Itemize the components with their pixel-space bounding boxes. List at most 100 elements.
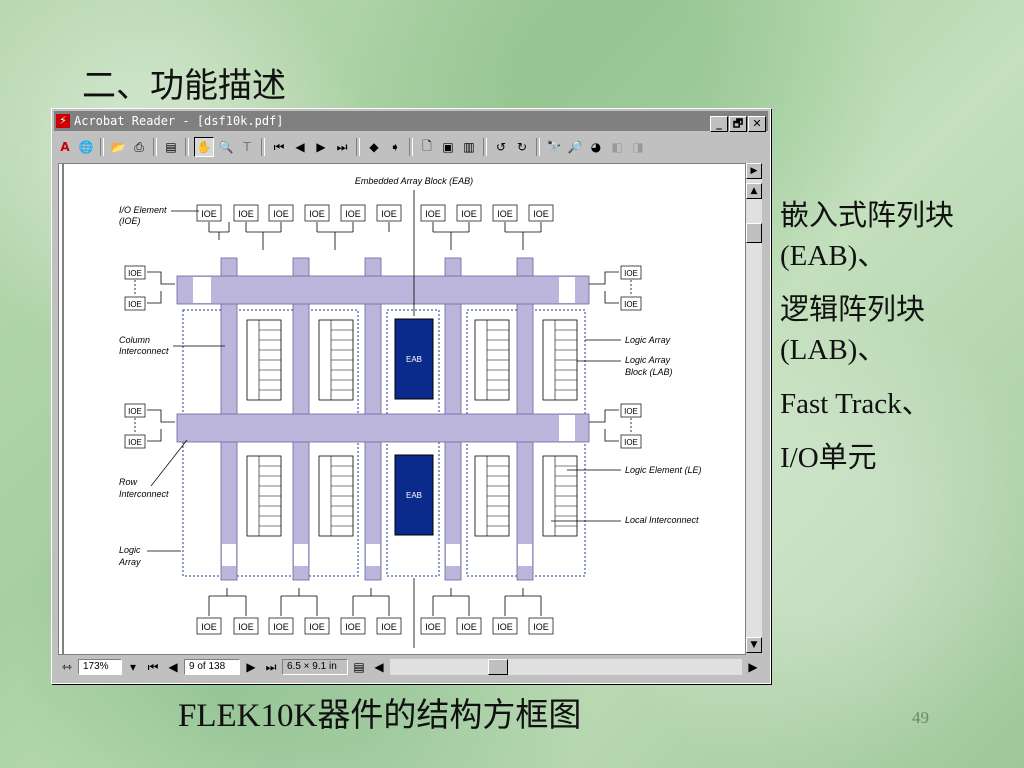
toolbar-separator xyxy=(356,138,360,156)
ioe-label: IOE xyxy=(201,209,217,219)
bullet-fasttrack: Fast Track、 xyxy=(780,388,931,420)
page-layout-menu-icon[interactable]: ▤ xyxy=(353,660,365,674)
go-back-icon[interactable]: ◆ xyxy=(369,140,379,154)
zoom-dropdown-icon[interactable]: ▾ xyxy=(129,660,137,674)
ioe-label: IOE xyxy=(238,622,254,632)
toolbar-separator xyxy=(153,138,157,156)
ioe-label: IOE xyxy=(624,407,638,416)
ioe-label: IOE xyxy=(533,622,549,632)
ioe-label: IOE xyxy=(461,209,477,219)
acrobat-window: ⚡ Acrobat Reader - [dsf10k.pdf] _🗗✕ A 🌐 📂… xyxy=(51,108,771,684)
acrobat-app-icon[interactable]: ⚡ xyxy=(56,114,70,128)
ioe-label: IOE xyxy=(497,209,513,219)
ioe-label: IOE xyxy=(128,269,142,278)
document-view[interactable]: EAB EAB Embedded Array Block (EAB) IOE I… xyxy=(58,163,746,655)
bullet-eab: 嵌入式阵列块(EAB)、 xyxy=(780,200,955,272)
web-icon[interactable]: 🌐 xyxy=(78,140,94,154)
status-prev-page-icon[interactable]: ◀ xyxy=(168,660,178,674)
ioe-label: IOE xyxy=(381,622,397,632)
prev-doc-icon[interactable]: ◧ xyxy=(611,140,623,154)
toolbar-separator xyxy=(483,138,487,156)
flex10k-block-diagram: EAB EAB Embedded Array Block (EAB) IOE I… xyxy=(62,164,702,654)
eab-top-label: Embedded Array Block (EAB) xyxy=(355,176,473,186)
ioe-label: IOE xyxy=(624,300,638,309)
io-element-label: I/O Element xyxy=(119,205,167,215)
local-interconnect-label: Local Interconnect xyxy=(625,515,699,525)
ioe-label: IOE xyxy=(238,209,254,219)
io-element-label-2: (IOE) xyxy=(119,216,141,226)
web-link-icon[interactable]: ◕ xyxy=(590,140,602,154)
ioe-label: IOE xyxy=(309,209,325,219)
column-interconnect-label-2: Interconnect xyxy=(119,346,169,356)
next-doc-icon[interactable]: ◨ xyxy=(632,140,644,154)
hscroll-left-arrow[interactable]: ◀ xyxy=(374,660,384,674)
find-icon[interactable]: 🔭 xyxy=(546,140,562,154)
page-layout-icon[interactable]: ⇿ xyxy=(61,660,73,674)
fit-width-icon[interactable]: ▥ xyxy=(463,140,475,154)
toolbar-separator xyxy=(100,138,104,156)
status-bar: ⇿ 173% ▾ ⏮ ◀ 9 of 138 ▶ ⏭ 6.5 × 9.1 in ▤… xyxy=(58,657,762,677)
window-title: Acrobat Reader - [dsf10k.pdf] xyxy=(74,114,284,128)
next-page-icon[interactable]: ▶ xyxy=(316,140,326,154)
ioe-label: IOE xyxy=(309,622,325,632)
toolbar-separator xyxy=(409,138,413,156)
ioe-label: IOE xyxy=(425,622,441,632)
slide-title: 二、功能描述 xyxy=(82,66,286,106)
slide-bullets: 嵌入式阵列块(EAB)、 逻辑阵列块(LAB)、 Fast Track、 I/O… xyxy=(780,196,1020,492)
logic-array-left-label: Logic xyxy=(119,545,141,555)
page-only-icon[interactable]: ▤ xyxy=(165,140,177,154)
acrobat-icon[interactable]: A xyxy=(60,140,70,154)
status-next-page-icon[interactable]: ▶ xyxy=(246,660,256,674)
ioe-label: IOE xyxy=(128,300,142,309)
rotate-left-icon[interactable]: ↺ xyxy=(495,140,507,154)
slide-page-number: 49 xyxy=(912,708,929,727)
status-last-page-icon[interactable]: ⏭ xyxy=(265,659,277,674)
bullet-lab: 逻辑阵列块(LAB)、 xyxy=(780,294,926,366)
scroll-right-arrow[interactable]: ▶ xyxy=(746,163,762,179)
actual-size-icon[interactable]: 🗋 xyxy=(422,138,432,153)
print-icon[interactable]: ⎙ xyxy=(134,139,144,154)
rotate-right-icon[interactable]: ↻ xyxy=(516,140,528,154)
ioe-label: IOE xyxy=(201,622,217,632)
toolbar-separator xyxy=(261,138,265,156)
ioe-label: IOE xyxy=(345,209,361,219)
find-again-icon[interactable]: 🔎 xyxy=(567,140,583,154)
first-page-icon[interactable]: ⏮ xyxy=(273,139,285,154)
status-first-page-icon[interactable]: ⏮ xyxy=(147,659,159,674)
last-page-icon[interactable]: ⏭ xyxy=(336,139,348,154)
minimize-button[interactable]: _ xyxy=(710,116,728,132)
title-bar: ⚡ Acrobat Reader - [dsf10k.pdf] _🗗✕ xyxy=(54,111,768,132)
toolbar-separator xyxy=(185,138,189,156)
ioe-label: IOE xyxy=(381,209,397,219)
fit-page-icon[interactable]: ▣ xyxy=(442,140,454,154)
horizontal-scrollbar[interactable] xyxy=(390,659,742,675)
open-icon[interactable]: 📂 xyxy=(110,140,126,154)
zoom-field[interactable]: 173% xyxy=(78,659,122,675)
close-button[interactable]: ✕ xyxy=(748,116,766,132)
page-field[interactable]: 9 of 138 xyxy=(184,659,240,675)
ioe-label: IOE xyxy=(533,209,549,219)
hand-tool-icon[interactable]: ✋ xyxy=(194,137,214,157)
scroll-down-arrow[interactable]: ▼ xyxy=(746,637,762,653)
logic-element-label: Logic Element (LE) xyxy=(625,465,702,475)
ioe-label: IOE xyxy=(128,407,142,416)
logic-array-label: Logic Array xyxy=(625,335,671,345)
zoom-tool-icon[interactable]: 🔍 xyxy=(218,140,234,154)
vertical-scrollbar[interactable]: ▶ ▲ ▼ xyxy=(746,163,762,653)
toolbar: A 🌐 📂 ⎙ ▤ ✋ 🔍 T ⏮ ◀ ▶ ⏭ ◆ ➧ 🗋 ▣ ▥ ↺ ↻ 🔭 … xyxy=(54,134,768,160)
hscroll-thumb[interactable] xyxy=(488,659,508,675)
eab-label: EAB xyxy=(406,491,422,500)
hscroll-right-arrow[interactable]: ▶ xyxy=(748,660,758,674)
go-forward-icon[interactable]: ➧ xyxy=(389,140,401,154)
scroll-up-arrow[interactable]: ▲ xyxy=(746,183,762,199)
logic-array-left-label-2: Array xyxy=(118,557,141,567)
scroll-thumb[interactable] xyxy=(746,223,762,243)
ioe-label: IOE xyxy=(128,438,142,447)
ioe-label: IOE xyxy=(425,209,441,219)
text-select-icon[interactable]: T xyxy=(243,140,251,154)
row-interconnect-label: Row xyxy=(119,477,138,487)
ioe-label: IOE xyxy=(273,209,289,219)
prev-page-icon[interactable]: ◀ xyxy=(295,140,305,154)
restore-button[interactable]: 🗗 xyxy=(729,116,747,132)
ioe-label: IOE xyxy=(624,269,638,278)
